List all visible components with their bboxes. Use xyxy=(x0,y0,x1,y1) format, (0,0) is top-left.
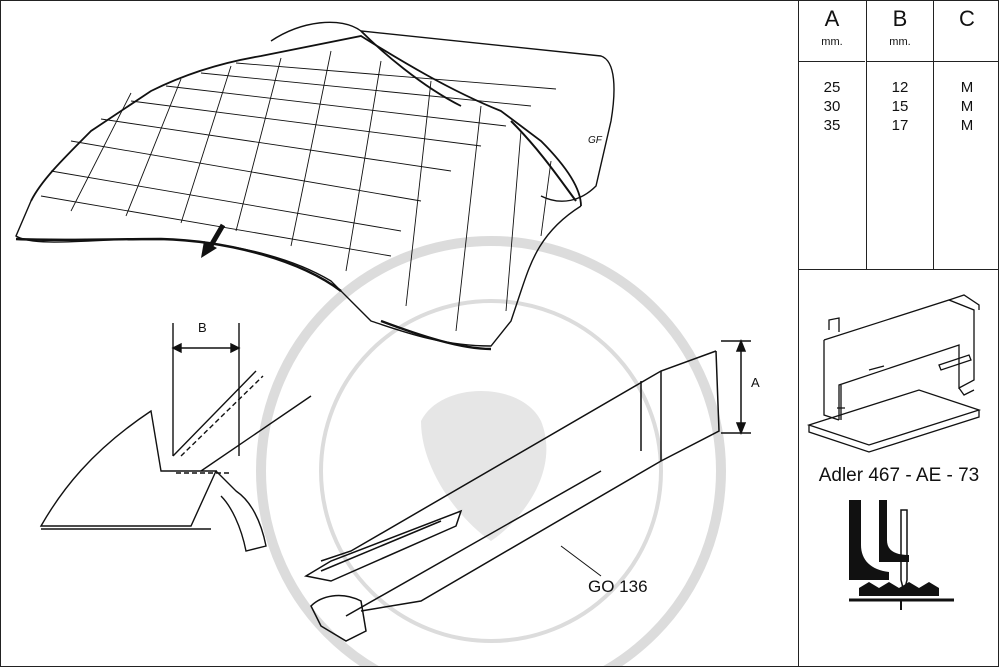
header-unit: mm. xyxy=(821,36,843,48)
table-header: A mm. xyxy=(799,1,865,62)
table-cell: 17 xyxy=(891,117,909,134)
machine-panel: Adler 467 - AE - 73 xyxy=(798,270,999,666)
table-cell: M xyxy=(960,98,974,115)
header-letter: A xyxy=(824,6,840,31)
table-cell: 15 xyxy=(891,98,909,115)
header-letter: B xyxy=(892,6,908,31)
part-number-label: GO 136 xyxy=(588,577,648,596)
arrow-down-icon xyxy=(201,223,226,258)
table-column-b: B mm. 12 15 17 xyxy=(866,1,933,269)
table-cell: 12 xyxy=(891,79,909,96)
table-cell: M xyxy=(960,79,974,96)
sewing-machine-icon xyxy=(806,294,982,453)
illustration-area xyxy=(1,1,798,671)
table-cell: 30 xyxy=(823,98,841,115)
table-cell: 35 xyxy=(823,117,841,134)
table-header: B mm. xyxy=(867,1,933,62)
quilt-illustration xyxy=(15,21,615,351)
table-cell: M xyxy=(960,117,974,134)
watermark-seal xyxy=(256,236,726,671)
table-column-a: A mm. 25 30 35 xyxy=(799,1,865,269)
brand-logo: GF xyxy=(588,135,602,146)
table-cell: 25 xyxy=(823,79,841,96)
table-header: C xyxy=(934,1,999,62)
table-values: M M M xyxy=(934,62,999,135)
fold-detail-diagram xyxy=(39,323,312,552)
table-values: 12 15 17 xyxy=(867,62,933,135)
dimensions-table: A mm. 25 30 35 B mm. 12 15 17 C xyxy=(798,1,999,270)
table-column-c: C M M M xyxy=(933,1,999,269)
header-letter: C xyxy=(959,6,975,31)
presser-foot-icon xyxy=(849,500,954,610)
dimension-a-label: A xyxy=(751,375,760,390)
dimension-b-label: B xyxy=(198,320,207,335)
table-values: 25 30 35 xyxy=(799,62,865,135)
machine-model-caption: Adler 467 - AE - 73 xyxy=(818,465,980,486)
folder-attachment-drawing xyxy=(303,338,751,642)
header-unit: mm. xyxy=(889,36,911,48)
